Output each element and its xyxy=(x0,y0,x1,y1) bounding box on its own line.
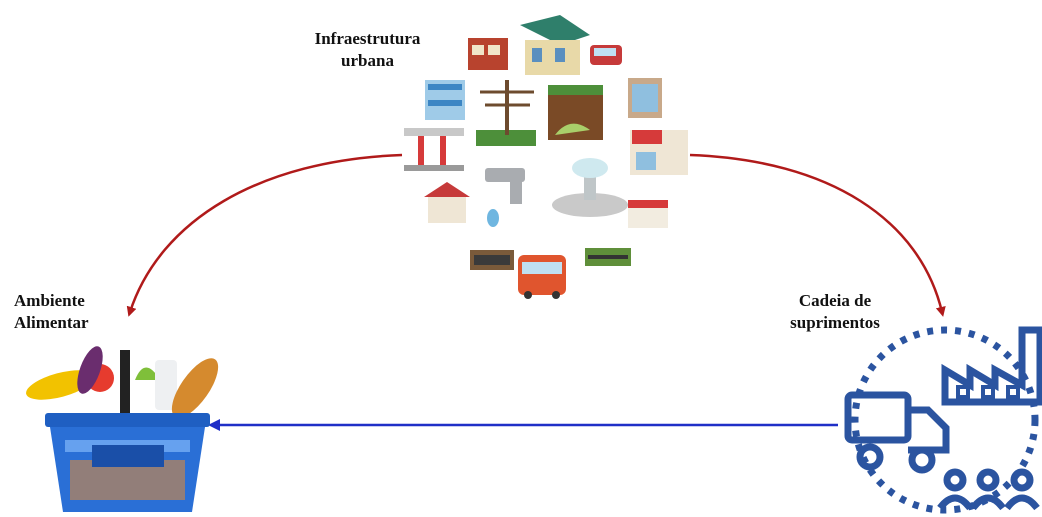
arrow-infra-to-food xyxy=(126,153,403,317)
supply-chain-label: Cadeia de suprimentos xyxy=(790,291,880,332)
arrow-infra-to-supply xyxy=(689,153,946,317)
city-buildings-icon xyxy=(404,15,688,299)
grocery-basket-icon xyxy=(26,346,219,512)
infrastructure-label: Infraestrutura urbana xyxy=(314,29,421,70)
supply-chain-icon xyxy=(844,326,1042,514)
food-environment-label: Ambiente Alimentar xyxy=(14,291,89,332)
